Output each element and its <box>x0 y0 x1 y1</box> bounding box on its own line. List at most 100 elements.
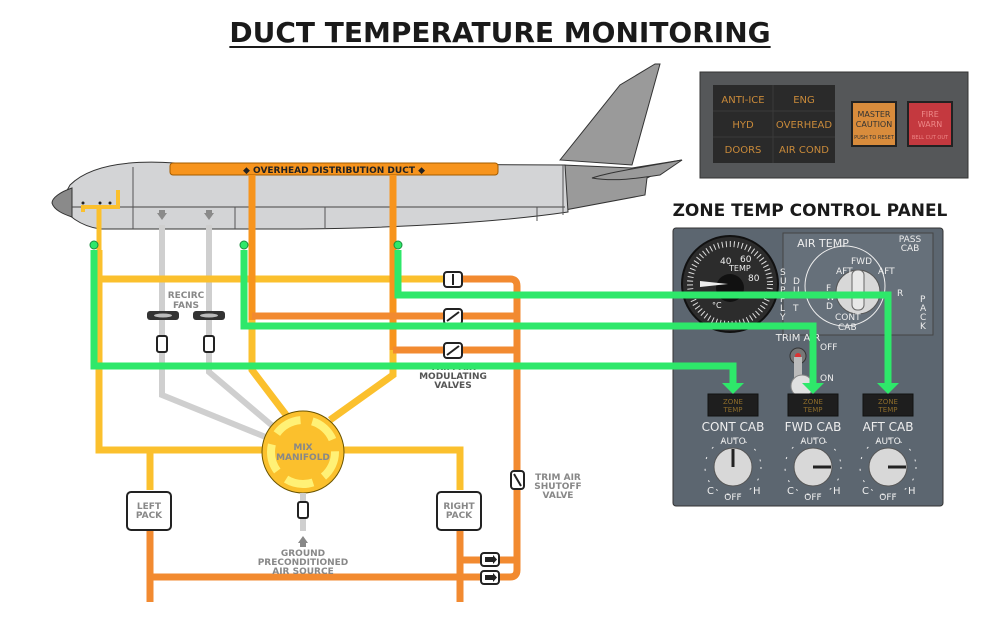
svg-text:S: S <box>780 268 786 278</box>
recirc-check-valve-2 <box>203 335 215 353</box>
recirc-ducts <box>159 225 277 441</box>
svg-text:TEMP: TEMP <box>803 406 823 414</box>
master-caution-button[interactable]: MASTER CAUTION PUSH TO RESET <box>851 101 897 147</box>
svg-text:C: C <box>920 313 926 323</box>
svg-text:P: P <box>780 295 786 305</box>
zone-temp-selector[interactable] <box>868 447 908 487</box>
svg-text:A: A <box>920 304 927 314</box>
horizontal-stabilizer <box>591 159 683 181</box>
recirc-fan-2 <box>193 311 225 320</box>
check-valve-2 <box>480 570 500 585</box>
svg-text:ZONE: ZONE <box>803 398 823 406</box>
trim-valve-1[interactable] <box>443 271 463 288</box>
nose-cone <box>51 187 73 218</box>
panel-title: ZONE TEMP CONTROL PANEL <box>672 201 948 221</box>
svg-text:TEMP: TEMP <box>728 264 751 273</box>
svg-text:40: 40 <box>720 257 732 267</box>
zone-temp-light: ZONE TEMP <box>707 393 759 417</box>
zone-control-2: ZONE TEMP AFT CAB AUTO C H OFF <box>859 393 917 503</box>
trim-valve-3[interactable] <box>443 342 463 359</box>
zone-control-0: ZONE TEMP CONT CAB AUTO C H OFF <box>702 393 764 503</box>
svg-text:H: H <box>753 486 761 497</box>
mix-manifold: MIX MANIFOLD <box>261 410 345 494</box>
overhead-distribution-duct <box>169 162 499 176</box>
svg-text:ZONE: ZONE <box>878 398 898 406</box>
svg-text:80: 80 <box>748 274 760 284</box>
svg-text:L: L <box>780 304 785 314</box>
svg-text:AUTO: AUTO <box>720 437 745 447</box>
svg-text:PACK: PACK <box>446 511 473 521</box>
svg-text:ZONE: ZONE <box>723 398 743 406</box>
svg-text:F: F <box>826 284 831 294</box>
svg-text:WARN: WARN <box>918 120 943 129</box>
svg-text:C: C <box>787 486 794 497</box>
svg-text:T: T <box>792 304 799 314</box>
annunciator-overhead: OVERHEAD <box>776 120 832 131</box>
annunciator-air-cond: AIR COND <box>779 145 829 156</box>
svg-text:H: H <box>833 486 841 497</box>
svg-text:K: K <box>920 322 927 332</box>
annunciator-eng: ENG <box>793 95 815 106</box>
hot-ducts <box>248 175 397 350</box>
fire-warn-button[interactable]: FIRE WARN BELL CUT OUT <box>907 101 953 147</box>
zone-control-1: ZONE TEMP FWD CAB AUTO C H OFF <box>784 393 842 503</box>
svg-text:MASTER: MASTER <box>858 110 891 119</box>
temp-gauge: 40 60 80 TEMP °C <box>681 235 779 333</box>
svg-text:60: 60 <box>740 255 752 265</box>
svg-text:TEMP: TEMP <box>878 406 898 414</box>
svg-text:H: H <box>908 486 916 497</box>
svg-text:BELL CUT OUT: BELL CUT OUT <box>912 135 949 141</box>
svg-text:C: C <box>707 486 714 497</box>
svg-text:LEFT: LEFT <box>137 502 162 512</box>
zone-temp-selector[interactable] <box>793 447 833 487</box>
svg-text:OFF: OFF <box>820 343 837 353</box>
svg-text:ON: ON <box>820 374 834 384</box>
svg-text:FIRE: FIRE <box>921 110 939 119</box>
zone-temp-selector[interactable] <box>713 447 753 487</box>
page-title: DUCT TEMPERATURE MONITORING <box>229 16 771 49</box>
svg-text:OFF: OFF <box>804 493 821 503</box>
sensor-arrows <box>722 383 899 394</box>
svg-text:P: P <box>780 286 786 296</box>
gauge-needle <box>700 281 728 287</box>
svg-text:MIX: MIX <box>293 443 312 453</box>
zone-temp-light: ZONE TEMP <box>787 393 839 417</box>
svg-text:U: U <box>793 286 800 296</box>
temp-sensors <box>89 240 403 250</box>
svg-text:CONT: CONT <box>835 313 861 323</box>
air-temp-label: AIR TEMP <box>797 237 849 250</box>
svg-text:R: R <box>897 289 903 299</box>
svg-text:U: U <box>780 277 787 287</box>
annunciator-hyd: HYD <box>732 120 754 131</box>
svg-text:D: D <box>793 277 800 287</box>
zone-temp-light: ZONE TEMP <box>862 393 914 417</box>
annunciator-doors: DOORS <box>725 145 762 156</box>
svg-text:AFT: AFT <box>878 267 895 277</box>
svg-text:Y: Y <box>779 313 786 323</box>
svg-text:D: D <box>826 302 833 312</box>
trim-air-ducts <box>146 275 521 602</box>
trim-valve-2[interactable] <box>443 308 463 325</box>
svg-text:C: C <box>862 486 869 497</box>
svg-text:MANIFOLD: MANIFOLD <box>276 453 330 463</box>
svg-text:AFT: AFT <box>836 267 853 277</box>
svg-text:FWD: FWD <box>851 257 872 267</box>
fuselage <box>59 161 569 230</box>
trim-air-shutoff-valve[interactable] <box>510 470 525 490</box>
sensor-lines <box>90 250 892 387</box>
annunciator-anti-ice: ANTI-ICE <box>721 95 764 106</box>
svg-text:PUSH TO RESET: PUSH TO RESET <box>854 135 895 141</box>
overhead-duct-label: ◆ OVERHEAD DISTRIBUTION DUCT ◆ <box>243 166 425 176</box>
svg-text:AUTO: AUTO <box>875 437 900 447</box>
svg-text:PASS: PASS <box>899 235 922 245</box>
svg-text:P: P <box>920 295 926 305</box>
svg-text:CAB: CAB <box>901 244 920 254</box>
svg-text:CAUTION: CAUTION <box>856 120 892 129</box>
recirc-fan-1 <box>147 311 179 320</box>
svg-text:°C: °C <box>712 301 722 310</box>
